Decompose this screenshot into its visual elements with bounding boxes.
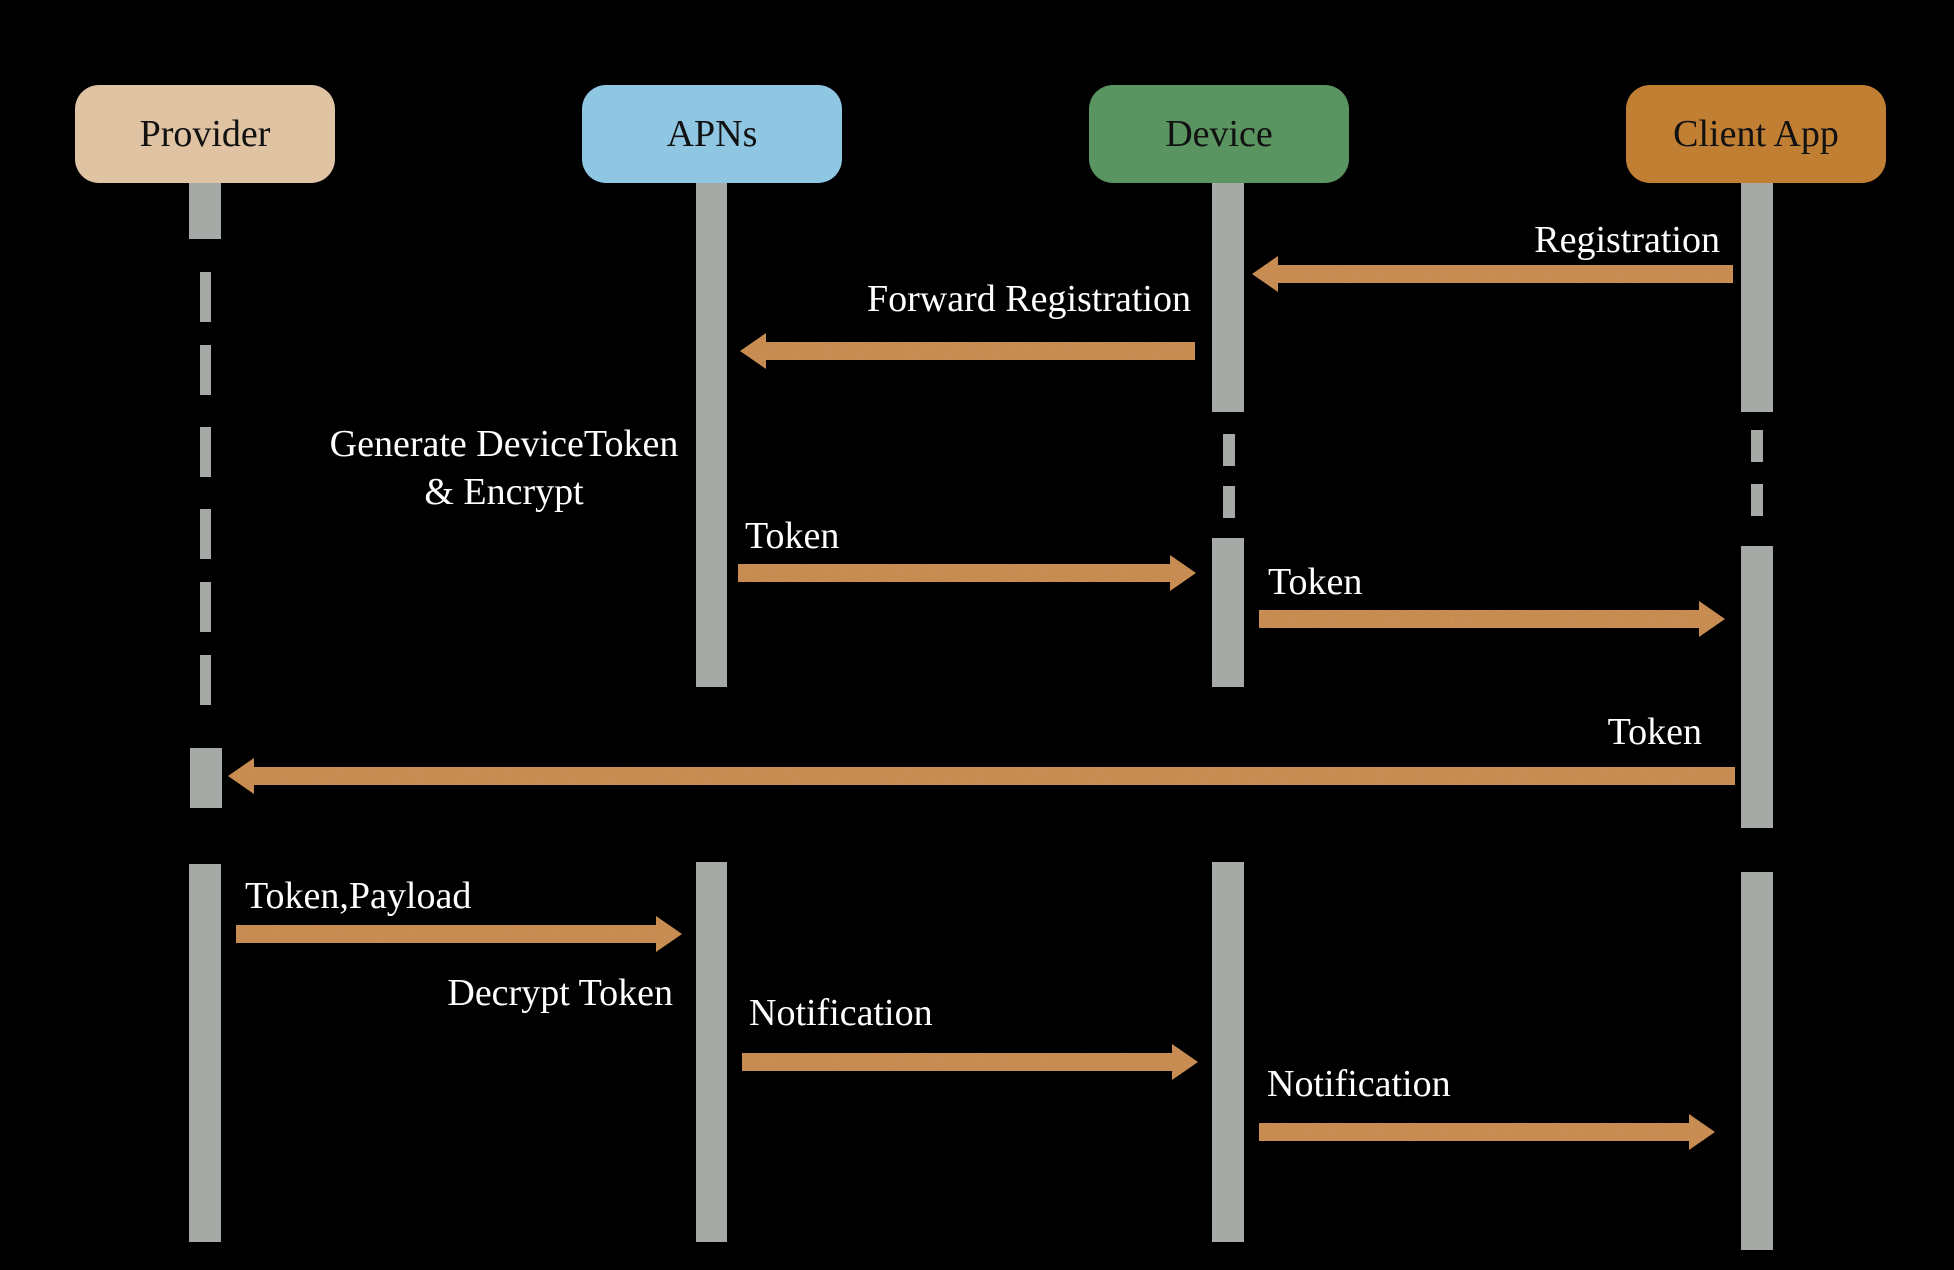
participant-provider: Provider: [75, 85, 335, 183]
apns-lifeline-segment: [696, 183, 727, 687]
arrow-token-payload: [236, 916, 682, 952]
participant-device: Device: [1089, 85, 1349, 183]
provider-lifeline-dash: [200, 272, 211, 322]
client-app-lifeline-segment: [1741, 183, 1773, 412]
device-lifeline-dash: [1223, 434, 1235, 466]
client-app-lifeline-segment: [1741, 546, 1773, 828]
message-label-token-device-client: Token: [1268, 561, 1363, 603]
device-lifeline-dash: [1223, 486, 1235, 518]
arrow-notification-apns-device: [742, 1044, 1198, 1080]
client-app-lifeline-segment: [1741, 872, 1773, 1250]
message-label-token-apns-device: Token: [745, 515, 840, 557]
arrow-token-device-client: [1259, 601, 1725, 637]
participant-apns-label: APNs: [666, 113, 758, 155]
note-decrypt-token: Decrypt Token: [447, 972, 673, 1014]
note-generate-device-token-text: Generate DeviceToken & Encrypt: [329, 423, 679, 513]
message-label-registration: Registration: [1534, 219, 1720, 261]
arrow-notification-device-client: [1259, 1114, 1715, 1150]
participant-provider-label: Provider: [139, 113, 271, 155]
client-app-lifeline-dash: [1751, 484, 1763, 516]
message-label-notification-device-client: Notification: [1267, 1063, 1451, 1105]
provider-lifeline-dash: [200, 427, 211, 477]
provider-lifeline-segment: [189, 864, 221, 1242]
arrow-token-apns-device: [738, 555, 1196, 591]
arrow-registration: [1252, 256, 1733, 292]
arrow-token-client-provider: [228, 758, 1735, 794]
message-label-token-payload: Token,Payload: [245, 875, 472, 917]
device-lifeline-segment: [1212, 538, 1244, 687]
device-lifeline-segment: [1212, 183, 1244, 412]
provider-lifeline-dash: [200, 582, 211, 632]
participant-device-label: Device: [1165, 113, 1273, 155]
provider-lifeline-dash: [200, 345, 211, 395]
provider-lifeline-dash: [200, 655, 211, 705]
apns-lifeline-segment: [696, 862, 727, 1242]
provider-lifeline-dash: [200, 509, 211, 559]
participant-client-app: Client App: [1626, 85, 1886, 183]
participant-client-app-label: Client App: [1673, 113, 1839, 155]
participant-apns: APNs: [582, 85, 842, 183]
device-lifeline-segment: [1212, 862, 1244, 1242]
message-label-forward-registration: Forward Registration: [866, 278, 1191, 320]
provider-lifeline-segment: [189, 183, 221, 239]
message-label-token-client-provider: Token: [1607, 711, 1702, 753]
provider-activation: [190, 748, 222, 808]
note-generate-device-token: Generate DeviceToken & Encrypt: [318, 372, 690, 516]
arrow-forward-registration: [740, 333, 1195, 369]
message-label-notification-apns-device: Notification: [749, 992, 933, 1034]
client-app-lifeline-dash: [1751, 430, 1763, 462]
